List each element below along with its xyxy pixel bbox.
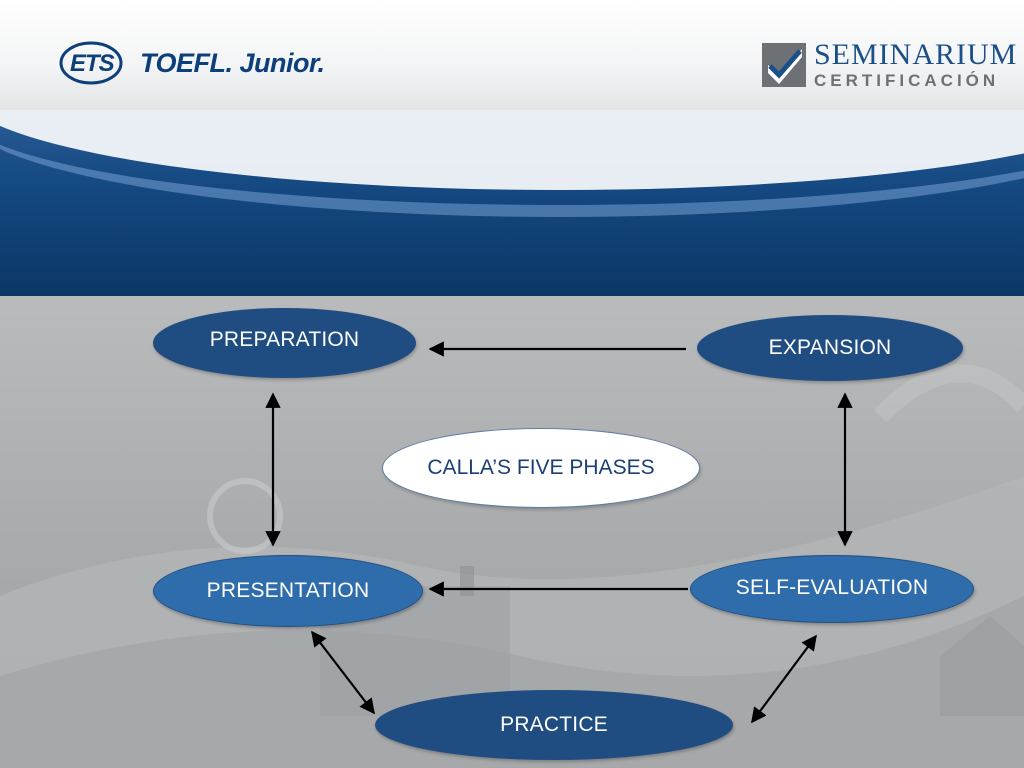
phase-preparation-label: PREPARATION <box>209 328 360 351</box>
checkmark-icon <box>762 42 806 87</box>
phase-practice-label: PRACTICE <box>500 713 608 736</box>
phase-presentation: PRESENTATION <box>153 555 423 627</box>
phase-expansion: EXPANSION <box>697 315 963 381</box>
phase-practice: PRACTICE <box>375 690 733 760</box>
seminarium-subtitle: CERTIFICACIÓN <box>814 71 1000 90</box>
toefl-junior-wordmark: TOEFL. Junior. <box>140 47 325 78</box>
seminarium-title: SEMINARIUM <box>814 38 1018 71</box>
title-band <box>0 110 1024 296</box>
seminarium-logo: SEMINARIUM CERTIFICACIÓN <box>762 40 1017 89</box>
ets-mark: ETS <box>70 50 115 77</box>
center-title: CALLA’S FIVE PHASES <box>427 456 655 479</box>
phase-self-evaluation: SELF-EVALUATION <box>690 555 974 623</box>
phase-preparation: PREPARATION <box>153 308 416 378</box>
header-bar <box>0 0 1024 110</box>
phase-presentation-label: PRESENTATION <box>206 579 370 602</box>
center-title-oval: CALLA’S FIVE PHASES <box>382 428 700 508</box>
ets-badge-icon: ETS <box>58 40 124 86</box>
phase-expansion-label: EXPANSION <box>768 336 892 359</box>
ets-toefl-logo: ETS TOEFL. Junior. <box>58 40 325 86</box>
phase-self-evaluation-label: SELF-EVALUATION <box>735 576 929 599</box>
